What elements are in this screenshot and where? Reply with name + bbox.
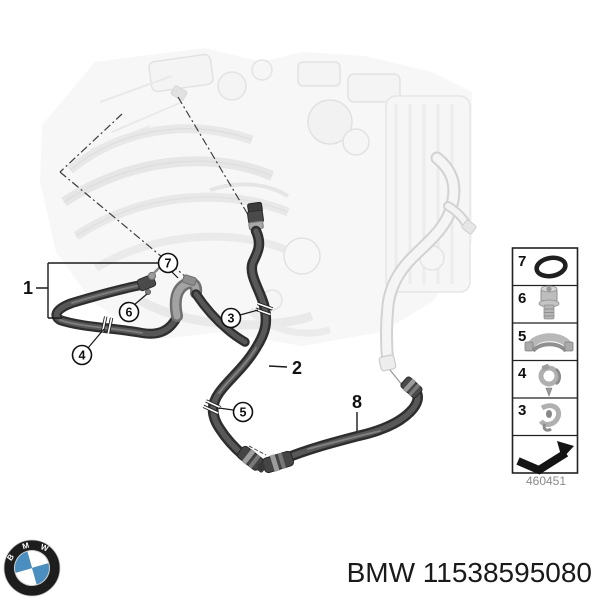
bolt-icon (538, 285, 560, 320)
dash-leader-lines (59, 96, 251, 278)
engine-ghost-illustration (40, 48, 472, 346)
legend-row-3-number: 3 (518, 402, 526, 419)
legend-row-3: 3 (518, 402, 562, 432)
callout-7-number: 7 (165, 257, 172, 271)
callout-3-number: 3 (228, 312, 235, 326)
hose8-start-fitting (257, 450, 295, 474)
callout-8-label: 8 (352, 392, 362, 412)
hose-clamp-icon (538, 363, 562, 397)
legend-row-6: 6 (518, 285, 560, 320)
ghost-hose-to-hose8-leader (389, 369, 404, 387)
bmw-logo-letter-b: B (5, 552, 16, 562)
bmw-logo-letter-w: W (39, 542, 50, 553)
callout-2: 2 (268, 358, 302, 378)
hose2-to-hose8-leader (248, 445, 267, 456)
callout-4-number: 4 (79, 349, 86, 363)
callout-2-label: 2 (292, 358, 302, 378)
ghost-hose (378, 151, 477, 387)
dash-leader-b (59, 171, 187, 278)
hose2-top-fitting (246, 201, 264, 231)
hose-8 (257, 376, 423, 474)
legend-table: 7 6 5 (511, 247, 579, 475)
callout-1-label: 1 (23, 278, 33, 298)
hose-assembly-1 (51, 265, 250, 347)
callout-6-number: 6 (126, 306, 133, 320)
hose8-end-fitting (400, 376, 423, 399)
legend-row-7-number: 7 (518, 253, 526, 270)
hose-2 (207, 201, 272, 473)
bmw-logo: B M W (3, 539, 61, 597)
callout-4: 4 (71, 328, 105, 366)
legend-code: 460451 (526, 474, 566, 488)
callout-1-bracket (36, 262, 158, 319)
bmw-logo-letter-m: M (21, 541, 30, 552)
clamp-mark-5 (202, 399, 222, 415)
clamp-bracket-icon (524, 333, 574, 353)
callout-1: 1 (23, 262, 158, 319)
dash-leader-c (177, 96, 251, 219)
callout-3: 3 (220, 307, 259, 329)
bmw-roundel-quadrants: B M W (5, 541, 50, 586)
callout-8: 8 (352, 392, 362, 431)
legend-row-4: 4 (518, 363, 562, 397)
legend-row-6-number: 6 (518, 290, 526, 307)
legend-row-arrow (516, 441, 574, 475)
legend-row-7: 7 (518, 253, 568, 279)
part-number-text: BMW 11538595080 (347, 557, 592, 588)
legend-row-4-number: 4 (518, 365, 527, 382)
callout-7: 7 (157, 252, 179, 279)
o-ring-icon (534, 255, 568, 279)
callout-5: 5 (218, 401, 254, 423)
legend-row-5-number: 5 (518, 328, 526, 345)
spring-clamp-icon (538, 403, 562, 432)
direction-arrow-icon (516, 441, 574, 475)
legend-row-5: 5 (518, 328, 574, 353)
callout-6: 6 (118, 293, 148, 323)
callout-5-number: 5 (240, 406, 247, 420)
dash-leader-a (59, 113, 123, 173)
